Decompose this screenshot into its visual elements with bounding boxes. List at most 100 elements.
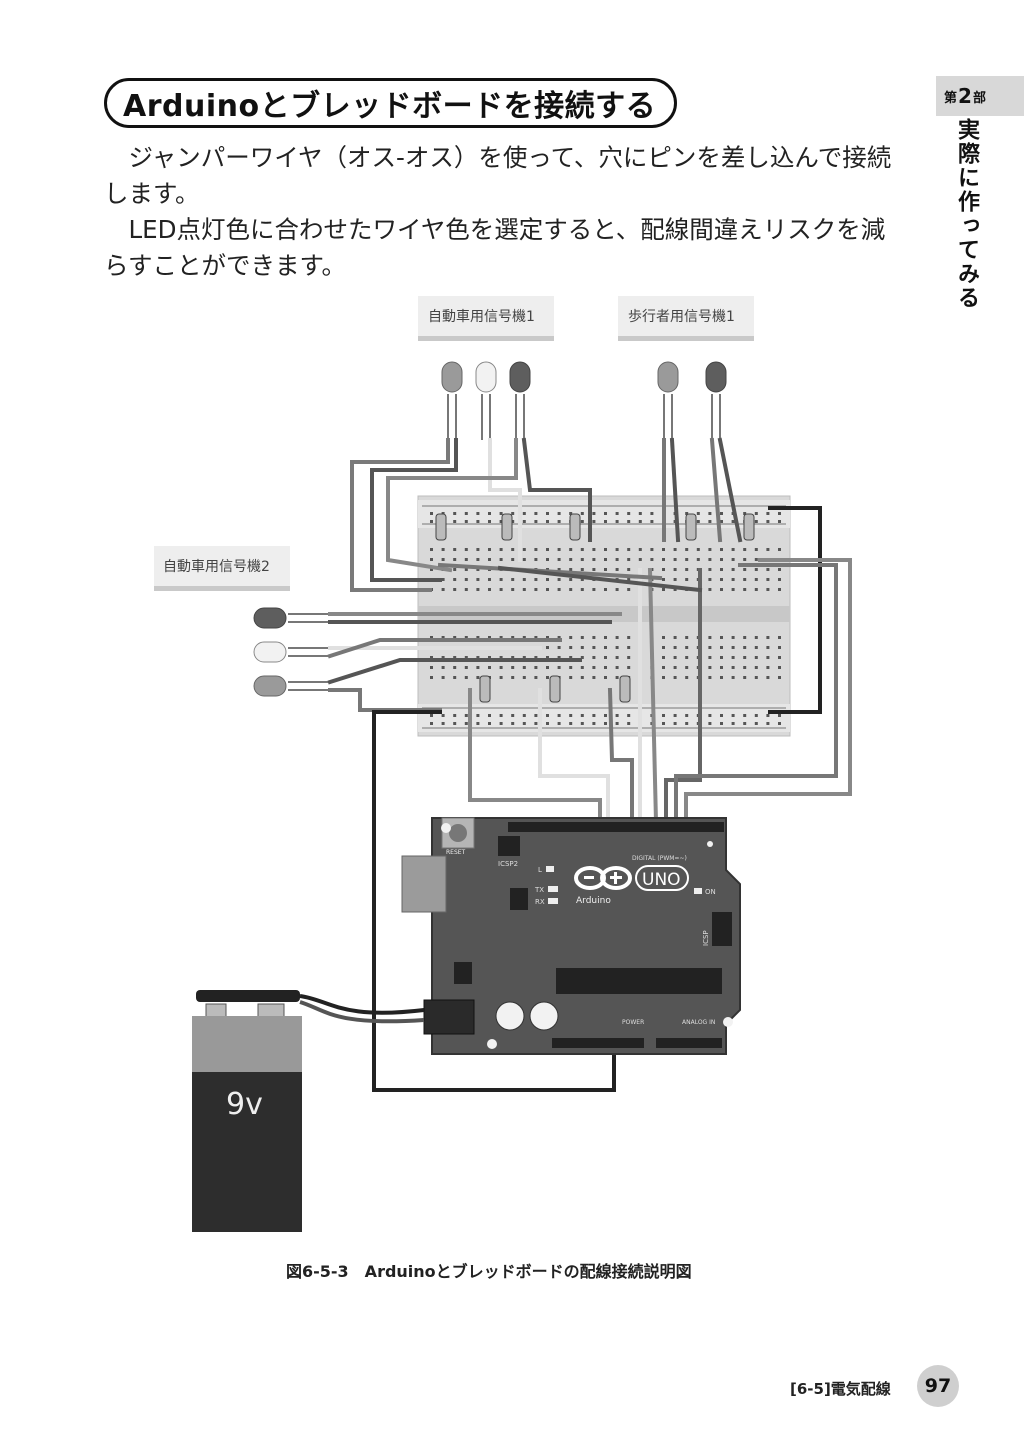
breadboard-hole: [476, 558, 480, 561]
breadboard-hole: [511, 548, 515, 551]
breadboard-hole: [743, 548, 747, 551]
digital-label: DIGITAL (PWM=~): [632, 855, 687, 862]
breadboard-hole: [662, 548, 665, 551]
breadboard-hole: [743, 588, 747, 591]
breadboard-hole: [720, 646, 723, 649]
breadboard-hole: [580, 558, 584, 561]
breadboard-hole: [638, 548, 642, 551]
breadboard-hole: [673, 646, 677, 649]
breadboard-hole: [778, 646, 781, 649]
breadboard-hole: [604, 520, 607, 523]
part-prefix: 第: [944, 90, 958, 106]
breadboard-hole: [754, 656, 758, 659]
breadboard-hole: [754, 722, 758, 725]
paragraph-1: ジャンパーワイヤ（オス-オス）を使って、穴にピンを差し込んで接続します。: [104, 143, 892, 208]
breadboard-hole: [499, 714, 503, 717]
breadboard-hole: [546, 512, 549, 515]
breadboard-hole: [766, 676, 770, 679]
breadboard-hole: [522, 588, 526, 591]
figure-caption: 図6-5-3 Arduinoとブレッドボードの配線接続説明図: [286, 1262, 692, 1281]
breadboard-hole: [731, 520, 735, 523]
breadboard-hole: [592, 646, 596, 649]
breadboard-hole: [754, 646, 758, 649]
breadboard-hole: [592, 666, 596, 669]
breadboard-hole: [627, 558, 631, 561]
breadboard-hole: [441, 666, 445, 669]
breadboard-hole: [627, 646, 631, 649]
label-car-signal-1: 自動車用信号機1: [418, 296, 554, 341]
breadboard-hole: [511, 520, 515, 523]
breadboard-hole: [708, 676, 712, 679]
breadboard-hole: [522, 558, 526, 561]
breadboard-hole: [754, 520, 758, 523]
breadboard-hole: [453, 714, 457, 717]
breadboard-hole: [580, 568, 584, 571]
label-pedestrian-signal-1-text: 歩行者用信号機1: [628, 309, 735, 325]
breadboard-hole: [546, 588, 549, 591]
led-ped1-red: [657, 361, 679, 440]
paragraph-2: LED点灯色に合わせたワイヤ色を選定すると、配線間違えリスクを減らすことができま…: [104, 215, 886, 280]
breadboard-hole: [604, 676, 607, 679]
jumper-wires: [327, 437, 852, 1092]
breadboard-hole: [546, 646, 549, 649]
breadboard-hole: [499, 512, 503, 515]
breadboard-hole: [441, 636, 445, 639]
breadboard-hole: [778, 588, 781, 591]
breadboard-hole: [743, 636, 747, 639]
breadboard-hole: [534, 520, 538, 523]
breadboard-hole: [743, 646, 747, 649]
breadboard-hole: [731, 722, 735, 725]
breadboard-hole: [708, 666, 712, 669]
breadboard-hole: [731, 568, 735, 571]
part-suffix: 部: [972, 90, 986, 106]
breadboard-hole: [731, 676, 735, 679]
breadboard-hole: [546, 578, 549, 581]
breadboard-hole: [476, 548, 480, 551]
breadboard-hole: [650, 558, 654, 561]
breadboard-hole: [708, 512, 712, 515]
breadboard-hole: [708, 636, 712, 639]
breadboard-hole: [557, 578, 561, 581]
breadboard-hole: [557, 666, 561, 669]
breadboard-hole: [627, 588, 631, 591]
breadboard-hole: [638, 558, 642, 561]
breadboard-hole: [499, 636, 503, 639]
breadboard-hole: [685, 646, 689, 649]
breadboard-hole: [488, 714, 491, 717]
breadboard-hole: [441, 548, 445, 551]
breadboard-hole: [604, 722, 607, 725]
breadboard-hole: [580, 578, 584, 581]
breadboard-hole: [615, 520, 619, 523]
breadboard-hole: [731, 666, 735, 669]
breadboard-hole: [604, 548, 607, 551]
breadboard-hole: [569, 656, 573, 659]
breadboard-hole: [766, 578, 770, 581]
breadboard-hole: [673, 558, 677, 561]
breadboard-hole: [522, 520, 526, 523]
breadboard-hole: [453, 548, 457, 551]
breadboard-hole: [708, 548, 712, 551]
breadboard-hole: [464, 568, 468, 571]
uno-label: UNO: [642, 870, 681, 890]
breadboard-hole: [453, 666, 457, 669]
breadboard-hole: [720, 714, 723, 717]
led-car2-red: [253, 607, 330, 629]
breadboard-hole: [708, 646, 712, 649]
breadboard-hole: [430, 568, 433, 571]
breadboard-hole: [708, 520, 712, 523]
part-vertical-title: 実際に作ってみる: [954, 118, 979, 310]
breadboard-hole: [778, 656, 781, 659]
breadboard-hole: [708, 722, 712, 725]
breadboard-hole: [557, 512, 561, 515]
breadboard-hole: [557, 722, 561, 725]
breadboard-hole: [476, 578, 480, 581]
breadboard-hole: [743, 666, 747, 669]
breadboard-hole: [627, 548, 631, 551]
breadboard-hole: [592, 722, 596, 725]
breadboard-hole: [754, 636, 758, 639]
breadboard-hole: [685, 558, 689, 561]
breadboard-hole: [476, 520, 480, 523]
part-number: 2: [958, 84, 972, 108]
breadboard-hole: [569, 666, 573, 669]
breadboard-hole: [580, 636, 584, 639]
